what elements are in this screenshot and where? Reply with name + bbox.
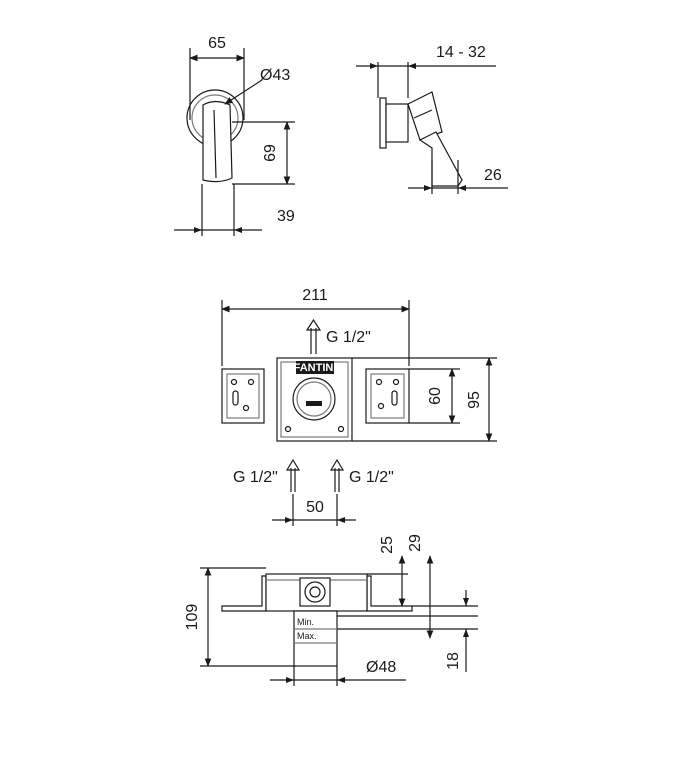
side-lever — [407, 91, 443, 141]
front-view: 65 Ø43 69 39 — [174, 35, 295, 236]
body-top-view: 211 G 1/2" FANTINI — [221, 287, 497, 526]
body-side-view: 109 Min. Max. 25 29 18 — [184, 534, 478, 686]
side-view: 14 - 32 26 — [356, 44, 508, 194]
handle-lever — [202, 100, 233, 183]
dim-26-label: 26 — [484, 167, 502, 184]
inlet-left-label: G 1/2" — [233, 469, 278, 486]
right-bracket — [365, 368, 410, 424]
outlet-thread-label: G 1/2" — [326, 329, 371, 346]
sleeve — [293, 610, 338, 667]
dim-25-label: 25 — [379, 536, 396, 554]
brand-label: FANTINI — [294, 362, 337, 374]
dim-109-label: 109 — [184, 604, 201, 631]
dim-diameter-label: Ø43 — [260, 67, 290, 84]
left-bracket-side — [221, 575, 267, 612]
dim-69-label: 69 — [262, 144, 279, 162]
dim-14-32-label: 14 - 32 — [436, 44, 486, 61]
dim-65-label: 65 — [208, 35, 226, 52]
right-bracket-side — [366, 575, 413, 612]
brand-plate — [296, 361, 334, 374]
cartridge-circle — [292, 377, 336, 421]
dim-95-label: 95 — [466, 391, 483, 409]
dim-48-label: Ø48 — [366, 659, 396, 676]
min-label: Min. — [297, 617, 314, 627]
max-label: Max. — [297, 631, 317, 641]
dim-60-label: 60 — [427, 387, 444, 405]
dim-39-label: 39 — [277, 208, 295, 225]
inlet-right-label: G 1/2" — [349, 469, 394, 486]
dim-50-label: 50 — [306, 499, 324, 516]
dim-18-label: 18 — [445, 652, 462, 670]
diameter-leader — [224, 79, 263, 105]
dim-29-label: 29 — [407, 534, 424, 552]
dim-211-label: 211 — [302, 287, 328, 304]
left-bracket — [221, 368, 265, 424]
